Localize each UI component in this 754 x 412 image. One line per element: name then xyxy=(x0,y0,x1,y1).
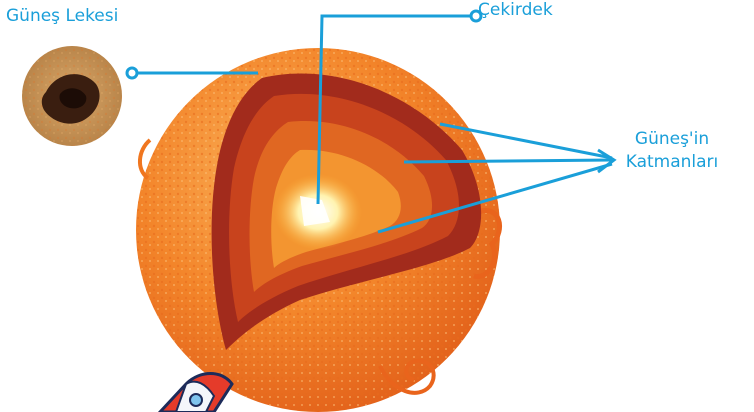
core-callout-dot xyxy=(469,9,483,23)
callout-lines xyxy=(125,9,617,234)
rocket-icon xyxy=(157,372,234,412)
layers-label-line-2: Katmanları xyxy=(625,151,719,172)
layers-arrow-3 xyxy=(377,162,613,234)
layers-label-line-1: Güneş'in xyxy=(634,129,710,149)
layers-arrow-2 xyxy=(403,158,613,164)
core-callout-line xyxy=(316,14,472,205)
core-label: Çekirdek xyxy=(478,0,553,20)
solar-flare xyxy=(473,208,502,279)
solar-flare xyxy=(378,358,436,395)
solar-flare xyxy=(138,138,152,180)
sun-cutaway xyxy=(211,73,482,351)
layers-arrow-1 xyxy=(439,122,613,160)
sunspot-callout-dot xyxy=(125,66,139,80)
layers-arrowhead xyxy=(597,148,617,174)
sunspot-label: Güneş Lekesi xyxy=(6,6,119,26)
layers-label: Güneş'in Katmanları xyxy=(612,128,732,174)
sunspot-photo xyxy=(22,46,122,146)
